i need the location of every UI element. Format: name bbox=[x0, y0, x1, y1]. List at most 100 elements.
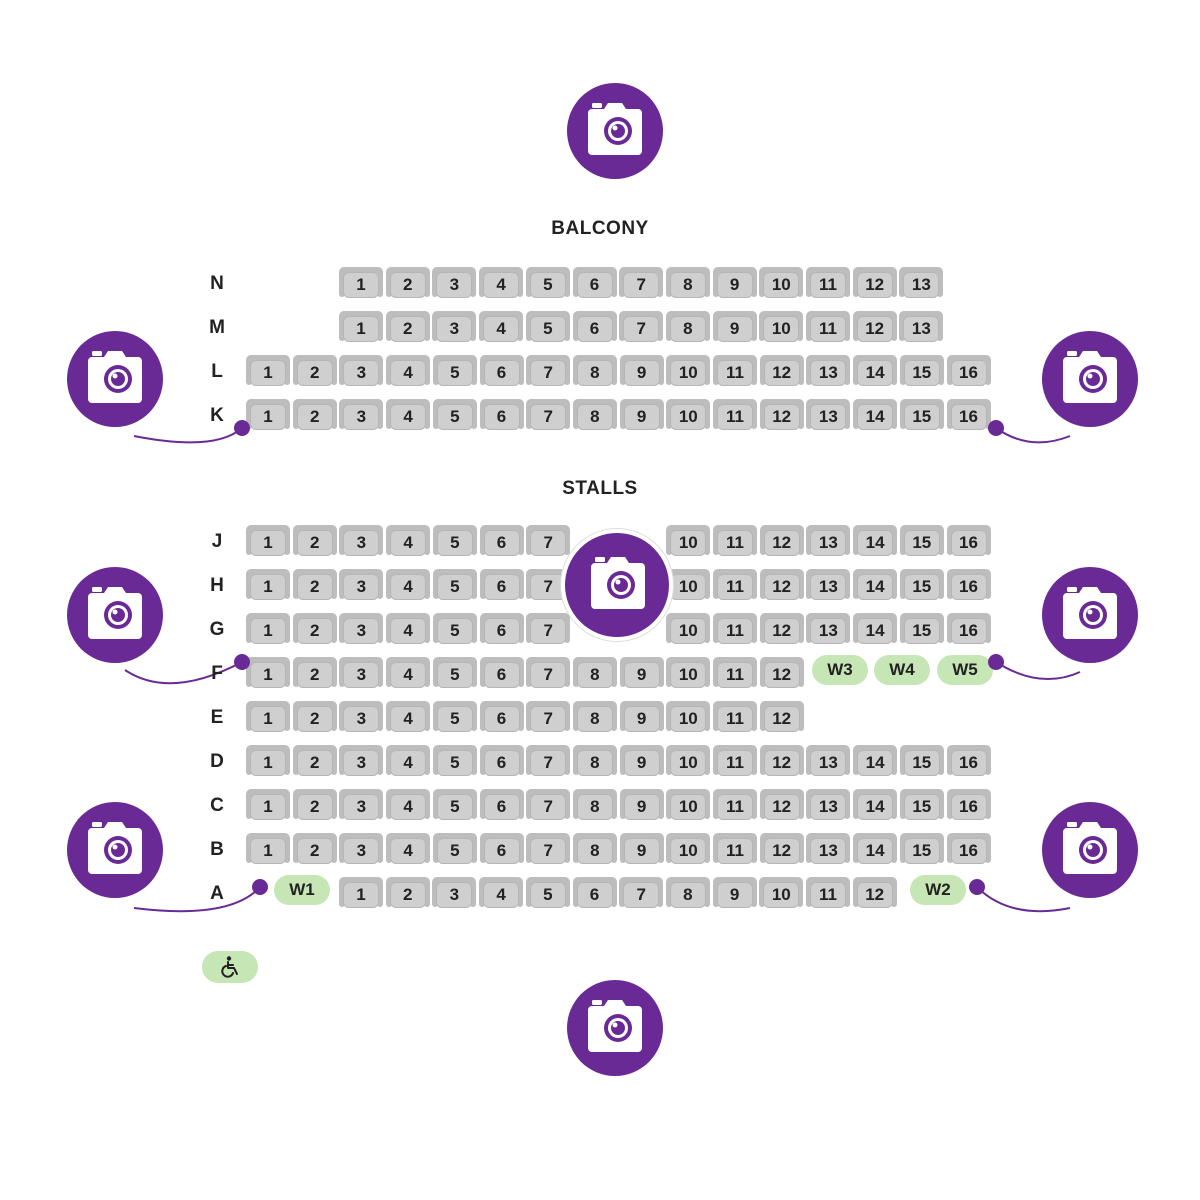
seat-k-11[interactable]: 11 bbox=[713, 399, 757, 433]
seat-a-3[interactable]: 3 bbox=[432, 877, 477, 911]
camera-icon[interactable] bbox=[561, 529, 673, 641]
seat-n-10[interactable]: 10 bbox=[759, 267, 804, 301]
seat-e-10[interactable]: 10 bbox=[666, 701, 711, 735]
seat-j-10[interactable]: 10 bbox=[666, 525, 711, 559]
seat-f-5[interactable]: 5 bbox=[432, 657, 477, 691]
seat-e-4[interactable]: 4 bbox=[386, 701, 431, 735]
seat-f-3[interactable]: 3 bbox=[339, 657, 384, 691]
seat-j-4[interactable]: 4 bbox=[386, 525, 431, 559]
seat-k-7[interactable]: 7 bbox=[526, 399, 571, 433]
seat-m-4[interactable]: 4 bbox=[479, 311, 524, 345]
wheelchair-seat-w4[interactable]: W4 bbox=[874, 655, 930, 685]
seat-g-2[interactable]: 2 bbox=[292, 613, 337, 647]
seat-c-12[interactable]: 12 bbox=[759, 789, 804, 823]
seat-k-14[interactable]: 14 bbox=[853, 399, 898, 433]
seat-h-3[interactable]: 3 bbox=[339, 569, 384, 603]
seat-l-3[interactable]: 3 bbox=[339, 355, 384, 389]
seat-b-14[interactable]: 14 bbox=[853, 833, 898, 867]
wheelchair-seat-w1[interactable]: W1 bbox=[274, 875, 330, 905]
seat-h-2[interactable]: 2 bbox=[292, 569, 337, 603]
seat-b-2[interactable]: 2 bbox=[292, 833, 337, 867]
seat-c-6[interactable]: 6 bbox=[479, 789, 524, 823]
seat-m-12[interactable]: 12 bbox=[852, 311, 897, 345]
seat-f-7[interactable]: 7 bbox=[526, 657, 571, 691]
seat-j-16[interactable]: 16 bbox=[946, 525, 991, 559]
seat-m-11[interactable]: 11 bbox=[806, 311, 850, 345]
seat-b-1[interactable]: 1 bbox=[246, 833, 290, 867]
seat-h-4[interactable]: 4 bbox=[386, 569, 431, 603]
seat-k-1[interactable]: 1 bbox=[246, 399, 290, 433]
seat-b-16[interactable]: 16 bbox=[946, 833, 991, 867]
seat-k-2[interactable]: 2 bbox=[292, 399, 337, 433]
seat-b-11[interactable]: 11 bbox=[713, 833, 757, 867]
seat-f-9[interactable]: 9 bbox=[619, 657, 664, 691]
seat-d-13[interactable]: 13 bbox=[806, 745, 851, 779]
seat-m-9[interactable]: 9 bbox=[712, 311, 757, 345]
seat-l-1[interactable]: 1 bbox=[246, 355, 290, 389]
camera-icon[interactable] bbox=[1042, 802, 1138, 898]
seat-a-10[interactable]: 10 bbox=[759, 877, 804, 911]
seat-h-13[interactable]: 13 bbox=[806, 569, 851, 603]
seat-n-2[interactable]: 2 bbox=[385, 267, 430, 301]
seat-l-13[interactable]: 13 bbox=[806, 355, 851, 389]
seat-l-2[interactable]: 2 bbox=[292, 355, 337, 389]
camera-icon[interactable] bbox=[1042, 331, 1138, 427]
seat-d-1[interactable]: 1 bbox=[246, 745, 290, 779]
seat-b-9[interactable]: 9 bbox=[619, 833, 664, 867]
seat-c-10[interactable]: 10 bbox=[666, 789, 711, 823]
seat-h-11[interactable]: 11 bbox=[713, 569, 757, 603]
seat-l-14[interactable]: 14 bbox=[853, 355, 898, 389]
seat-j-14[interactable]: 14 bbox=[853, 525, 898, 559]
seat-m-7[interactable]: 7 bbox=[619, 311, 664, 345]
seat-k-15[interactable]: 15 bbox=[899, 399, 944, 433]
seat-a-11[interactable]: 11 bbox=[806, 877, 850, 911]
seat-l-8[interactable]: 8 bbox=[572, 355, 617, 389]
seat-f-2[interactable]: 2 bbox=[292, 657, 337, 691]
seat-a-9[interactable]: 9 bbox=[712, 877, 757, 911]
seat-g-10[interactable]: 10 bbox=[666, 613, 711, 647]
seat-b-13[interactable]: 13 bbox=[806, 833, 851, 867]
seat-e-11[interactable]: 11 bbox=[713, 701, 757, 735]
wheelchair-seat-w3[interactable]: W3 bbox=[812, 655, 868, 685]
seat-g-3[interactable]: 3 bbox=[339, 613, 384, 647]
seat-f-4[interactable]: 4 bbox=[386, 657, 431, 691]
seat-h-5[interactable]: 5 bbox=[432, 569, 477, 603]
seat-a-1[interactable]: 1 bbox=[339, 877, 383, 911]
seat-n-3[interactable]: 3 bbox=[432, 267, 477, 301]
seat-n-12[interactable]: 12 bbox=[852, 267, 897, 301]
seat-d-15[interactable]: 15 bbox=[899, 745, 944, 779]
seat-d-9[interactable]: 9 bbox=[619, 745, 664, 779]
seat-k-13[interactable]: 13 bbox=[806, 399, 851, 433]
seat-e-1[interactable]: 1 bbox=[246, 701, 290, 735]
seat-d-5[interactable]: 5 bbox=[432, 745, 477, 779]
camera-icon[interactable] bbox=[67, 331, 163, 427]
seat-c-3[interactable]: 3 bbox=[339, 789, 384, 823]
wheelchair-seat-w5[interactable]: W5 bbox=[937, 655, 993, 685]
seat-a-4[interactable]: 4 bbox=[479, 877, 524, 911]
seat-n-9[interactable]: 9 bbox=[712, 267, 757, 301]
seat-n-1[interactable]: 1 bbox=[339, 267, 383, 301]
seat-a-12[interactable]: 12 bbox=[852, 877, 897, 911]
seat-f-6[interactable]: 6 bbox=[479, 657, 524, 691]
seat-d-6[interactable]: 6 bbox=[479, 745, 524, 779]
seat-k-12[interactable]: 12 bbox=[759, 399, 804, 433]
seat-l-16[interactable]: 16 bbox=[946, 355, 991, 389]
seat-j-11[interactable]: 11 bbox=[713, 525, 757, 559]
camera-icon[interactable] bbox=[1042, 567, 1138, 663]
seat-n-13[interactable]: 13 bbox=[899, 267, 944, 301]
seat-b-6[interactable]: 6 bbox=[479, 833, 524, 867]
seat-k-6[interactable]: 6 bbox=[479, 399, 524, 433]
seat-h-12[interactable]: 12 bbox=[759, 569, 804, 603]
seat-c-8[interactable]: 8 bbox=[572, 789, 617, 823]
seat-m-6[interactable]: 6 bbox=[572, 311, 617, 345]
seat-j-6[interactable]: 6 bbox=[479, 525, 524, 559]
camera-icon[interactable] bbox=[67, 802, 163, 898]
seat-j-7[interactable]: 7 bbox=[526, 525, 571, 559]
seat-m-8[interactable]: 8 bbox=[665, 311, 710, 345]
seat-m-10[interactable]: 10 bbox=[759, 311, 804, 345]
seat-n-11[interactable]: 11 bbox=[806, 267, 850, 301]
seat-n-8[interactable]: 8 bbox=[665, 267, 710, 301]
seat-f-8[interactable]: 8 bbox=[572, 657, 617, 691]
seat-h-7[interactable]: 7 bbox=[526, 569, 571, 603]
seat-d-2[interactable]: 2 bbox=[292, 745, 337, 779]
